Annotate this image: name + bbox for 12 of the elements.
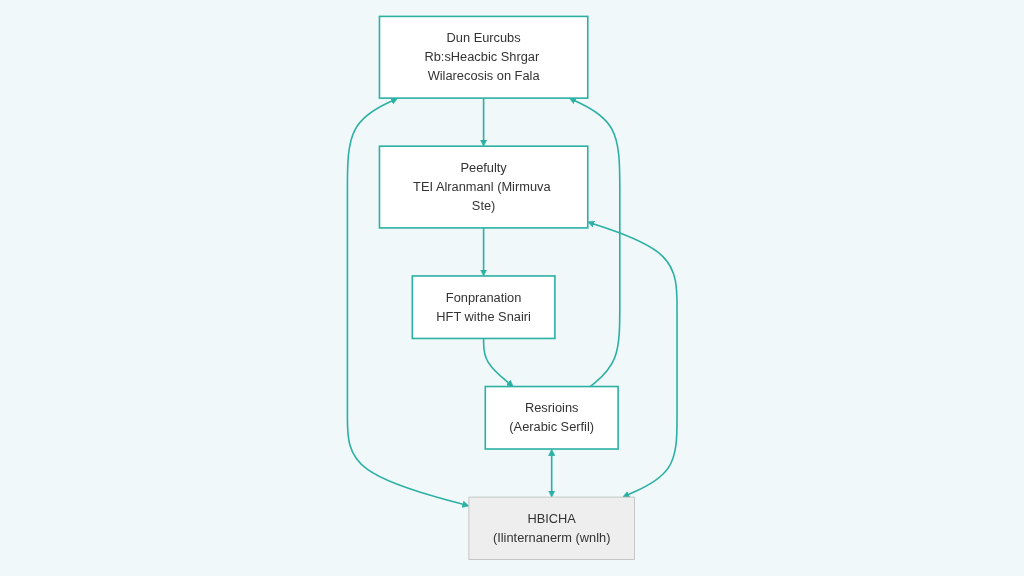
- arrow: [479, 227, 487, 277]
- node-box: Dun Eurcubs Rb:sHeacbic Shrgar Wilarecosis on Fala: [378, 15, 589, 99]
- arrow: [587, 220, 678, 498]
- arrow: [547, 449, 555, 498]
- node-box: Resrioins (Aerabic Serfil): [484, 385, 619, 450]
- arrow: [482, 337, 514, 387]
- node-box: HBICHA (Ilinternanerm (wnlh): [468, 496, 635, 560]
- node-box: Fonpranation HFT withe Snairi: [411, 275, 556, 340]
- arrow: [568, 97, 621, 388]
- arrow: [346, 97, 469, 508]
- arrow: [479, 97, 487, 147]
- node-box: Peefulty TEI Alranmanl (Mirmuva Ste): [378, 145, 589, 229]
